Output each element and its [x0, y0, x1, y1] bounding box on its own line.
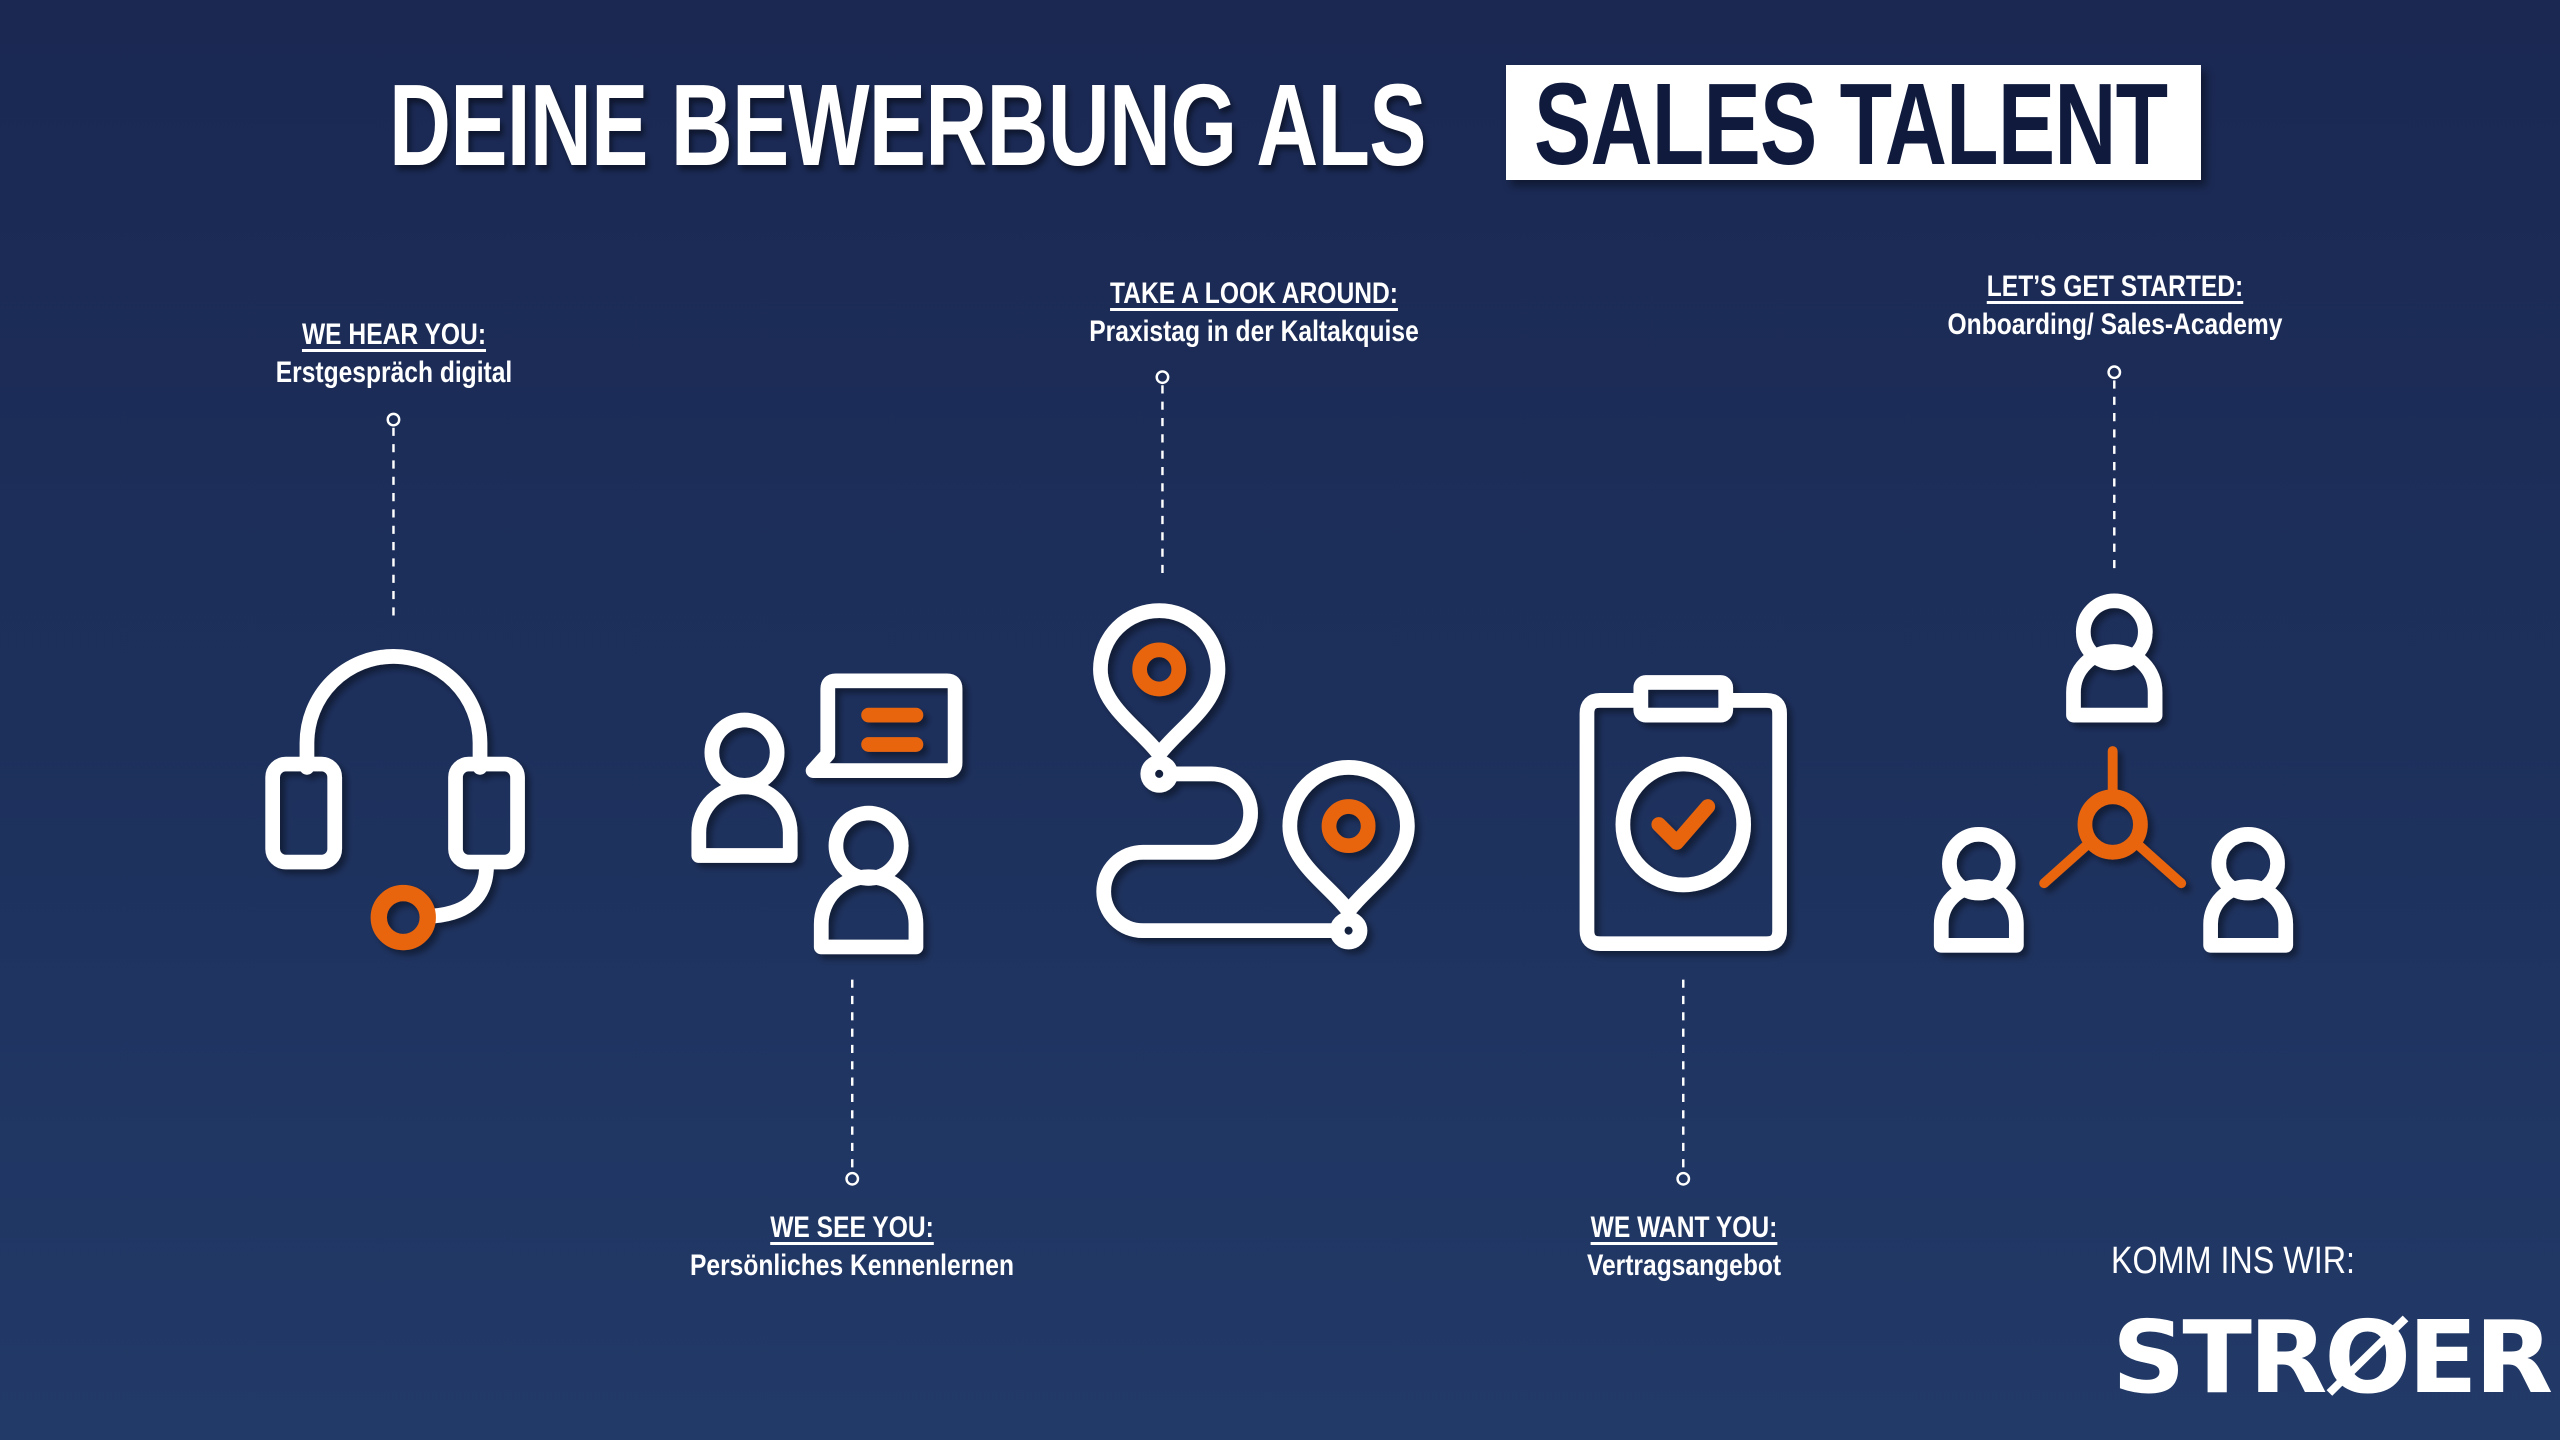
step-we-see-you: WE SEE YOU: Persönliches Kennenlernen	[690, 1209, 1014, 1285]
clipboard-check-icon	[1579, 675, 1787, 952]
connector-dot	[1155, 370, 1170, 385]
step-heading: WE SEE YOU:	[770, 1211, 934, 1244]
step-we-want-you: WE WANT YOU: Vertragsangebot	[1587, 1209, 1781, 1285]
connector-dot	[845, 1171, 860, 1186]
route-map-pin-icon	[1093, 603, 1415, 950]
stroeer-logo: STRØER	[2112, 1299, 2553, 1416]
title-highlight-box: SALES TALENT	[1506, 65, 2201, 180]
connector-dot	[386, 412, 401, 427]
step-heading: WE WANT YOU:	[1590, 1211, 1778, 1244]
step-heading: LET’S GET STARTED:	[1986, 270, 2244, 303]
step-text: Praxistag in der Kaltakquise	[1089, 315, 1419, 348]
step-heading: TAKE A LOOK AROUND:	[1110, 277, 1398, 310]
step-text: Erstgespräch digital	[275, 356, 513, 389]
people-chat-icon	[691, 673, 963, 955]
step-take-a-look-around: TAKE A LOOK AROUND: Praxistag in der Kal…	[1089, 275, 1418, 351]
footer-tagline: KOMM INS WIR:	[2111, 1240, 2356, 1282]
step-lets-get-started: LET’S GET STARTED: Onboarding/ Sales-Aca…	[1948, 268, 2283, 344]
step-we-hear-you: WE HEAR YOU: Erstgespräch digital	[276, 316, 513, 392]
step-heading: WE HEAR YOU:	[301, 318, 487, 351]
team-network-icon	[1933, 593, 2294, 953]
headset-icon	[265, 648, 525, 951]
step-text: Vertragsangebot	[1586, 1249, 1782, 1282]
step-text: Onboarding/ Sales-Academy	[1947, 308, 2283, 341]
page-title: DEINE BEWERBUNG ALS	[389, 60, 1426, 190]
step-text: Persönliches Kennenlernen	[689, 1249, 1015, 1282]
connector-dot	[1676, 1171, 1691, 1186]
connector-dot	[2107, 365, 2122, 380]
title-highlight: SALES TALENT	[1534, 65, 2168, 180]
